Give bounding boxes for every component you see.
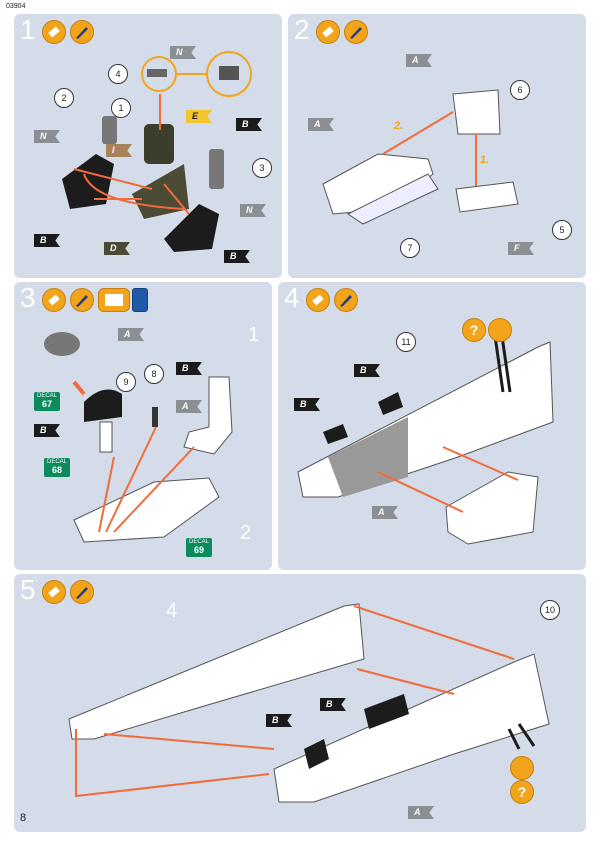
- paint-brush-icon: [70, 580, 94, 604]
- step-3-illustration: [44, 332, 233, 543]
- flag-F: F: [508, 242, 534, 255]
- step-5-illustration: [68, 603, 550, 803]
- step-4-illustration: [297, 321, 554, 545]
- ref-number-2: 2: [240, 522, 252, 544]
- flag-N: N: [240, 204, 266, 217]
- cement-icon: [42, 20, 66, 44]
- flag-B: B: [266, 714, 292, 727]
- order-2: 2.: [394, 120, 404, 132]
- order-1: 1.: [480, 154, 490, 166]
- flag-A: A: [372, 506, 398, 519]
- flag-A: A: [406, 54, 432, 67]
- step-1-illustration: [62, 51, 252, 252]
- page-number: 8: [20, 812, 27, 824]
- callout-7: 7: [400, 238, 420, 258]
- weight-icon: [488, 318, 512, 342]
- step-number: 2: [294, 14, 310, 45]
- flag-B: B: [224, 250, 250, 263]
- flag-B: B: [34, 234, 60, 247]
- hint-question-icon: ?: [510, 780, 534, 804]
- flag-B: B: [320, 698, 346, 711]
- flag-A: A: [308, 118, 334, 131]
- callout-3: 3: [252, 158, 272, 178]
- decal-bottle-icon: [132, 288, 148, 312]
- document-code: 03904: [6, 3, 26, 10]
- ref-number-4: 4: [166, 600, 178, 622]
- cement-icon: [316, 20, 340, 44]
- flag-A: A: [118, 328, 144, 341]
- flag-B: B: [354, 364, 380, 377]
- callout-9: 9: [116, 372, 136, 392]
- flag-B: B: [34, 424, 60, 437]
- paint-brush-icon: [70, 288, 94, 312]
- hint-question-icon: ?: [462, 318, 486, 342]
- flag-A: A: [408, 806, 434, 819]
- cement-icon: [42, 288, 66, 312]
- callout-11: 11: [396, 332, 416, 352]
- callout-6: 6: [510, 80, 530, 100]
- step-2-panel: 2 6 7 5 A A F 2. 1.: [288, 14, 586, 278]
- flag-B: B: [176, 362, 202, 375]
- step-number: 5: [20, 574, 36, 605]
- flag-N: N: [170, 46, 196, 59]
- flag-N: N: [34, 130, 60, 143]
- flag-B: B: [236, 118, 262, 131]
- step-number: 1: [20, 14, 36, 45]
- flag-A: A: [176, 400, 202, 413]
- callout-5: 5: [552, 220, 572, 240]
- decal-water-icon: [98, 288, 130, 312]
- cement-icon: [42, 580, 66, 604]
- ref-number-1: 1: [248, 324, 260, 346]
- callout-2: 2: [54, 88, 74, 108]
- step-1-panel: 1 4 2 1 3 N N N B B B D I E: [14, 14, 282, 278]
- callout-4: 4: [108, 64, 128, 84]
- weight-icon: [510, 756, 534, 780]
- step-number: 4: [284, 282, 300, 313]
- callout-8: 8: [144, 364, 164, 384]
- paint-brush-icon: [70, 20, 94, 44]
- cement-icon: [306, 288, 330, 312]
- flag-D: D: [104, 242, 130, 255]
- step-4-panel: 4 11 ? B B A: [278, 282, 586, 570]
- callout-10: 10: [540, 600, 560, 620]
- callout-1: 1: [111, 98, 131, 118]
- paint-brush-icon: [344, 20, 368, 44]
- step-5-panel: 5 4 10 B B A ?: [14, 574, 586, 832]
- flag-B: B: [294, 398, 320, 411]
- step-2-illustration: [322, 89, 519, 225]
- flag-I: I: [106, 144, 132, 157]
- step-number: 3: [20, 282, 36, 313]
- flag-E: E: [186, 110, 212, 123]
- paint-brush-icon: [334, 288, 358, 312]
